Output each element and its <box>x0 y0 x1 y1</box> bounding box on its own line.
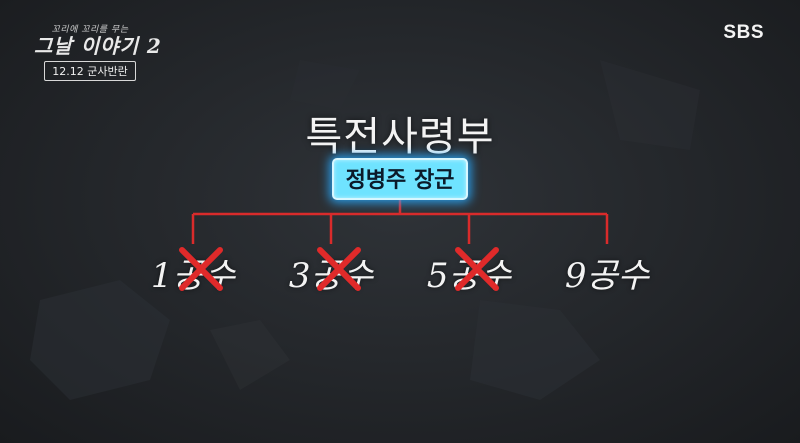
cross-mark-icon <box>179 247 223 291</box>
cross-mark-icon <box>455 247 499 291</box>
channel-logo: SBS <box>723 22 764 43</box>
show-logo: 꼬리에 꼬리를 무는 그날 이야기 2 12.12 군사반란 <box>34 22 162 81</box>
episode-badge: 12.12 군사반란 <box>44 61 136 81</box>
show-name: 그날 이야기 2 <box>34 34 162 58</box>
commander-badge: 정병주 장군 <box>331 158 469 200</box>
org-title: 특전사령부 <box>305 114 495 160</box>
unit-label-4: 9공수 <box>564 256 650 296</box>
cross-mark-icon <box>317 247 361 291</box>
show-tagline: 꼬리에 꼬리를 무는 <box>51 25 129 35</box>
